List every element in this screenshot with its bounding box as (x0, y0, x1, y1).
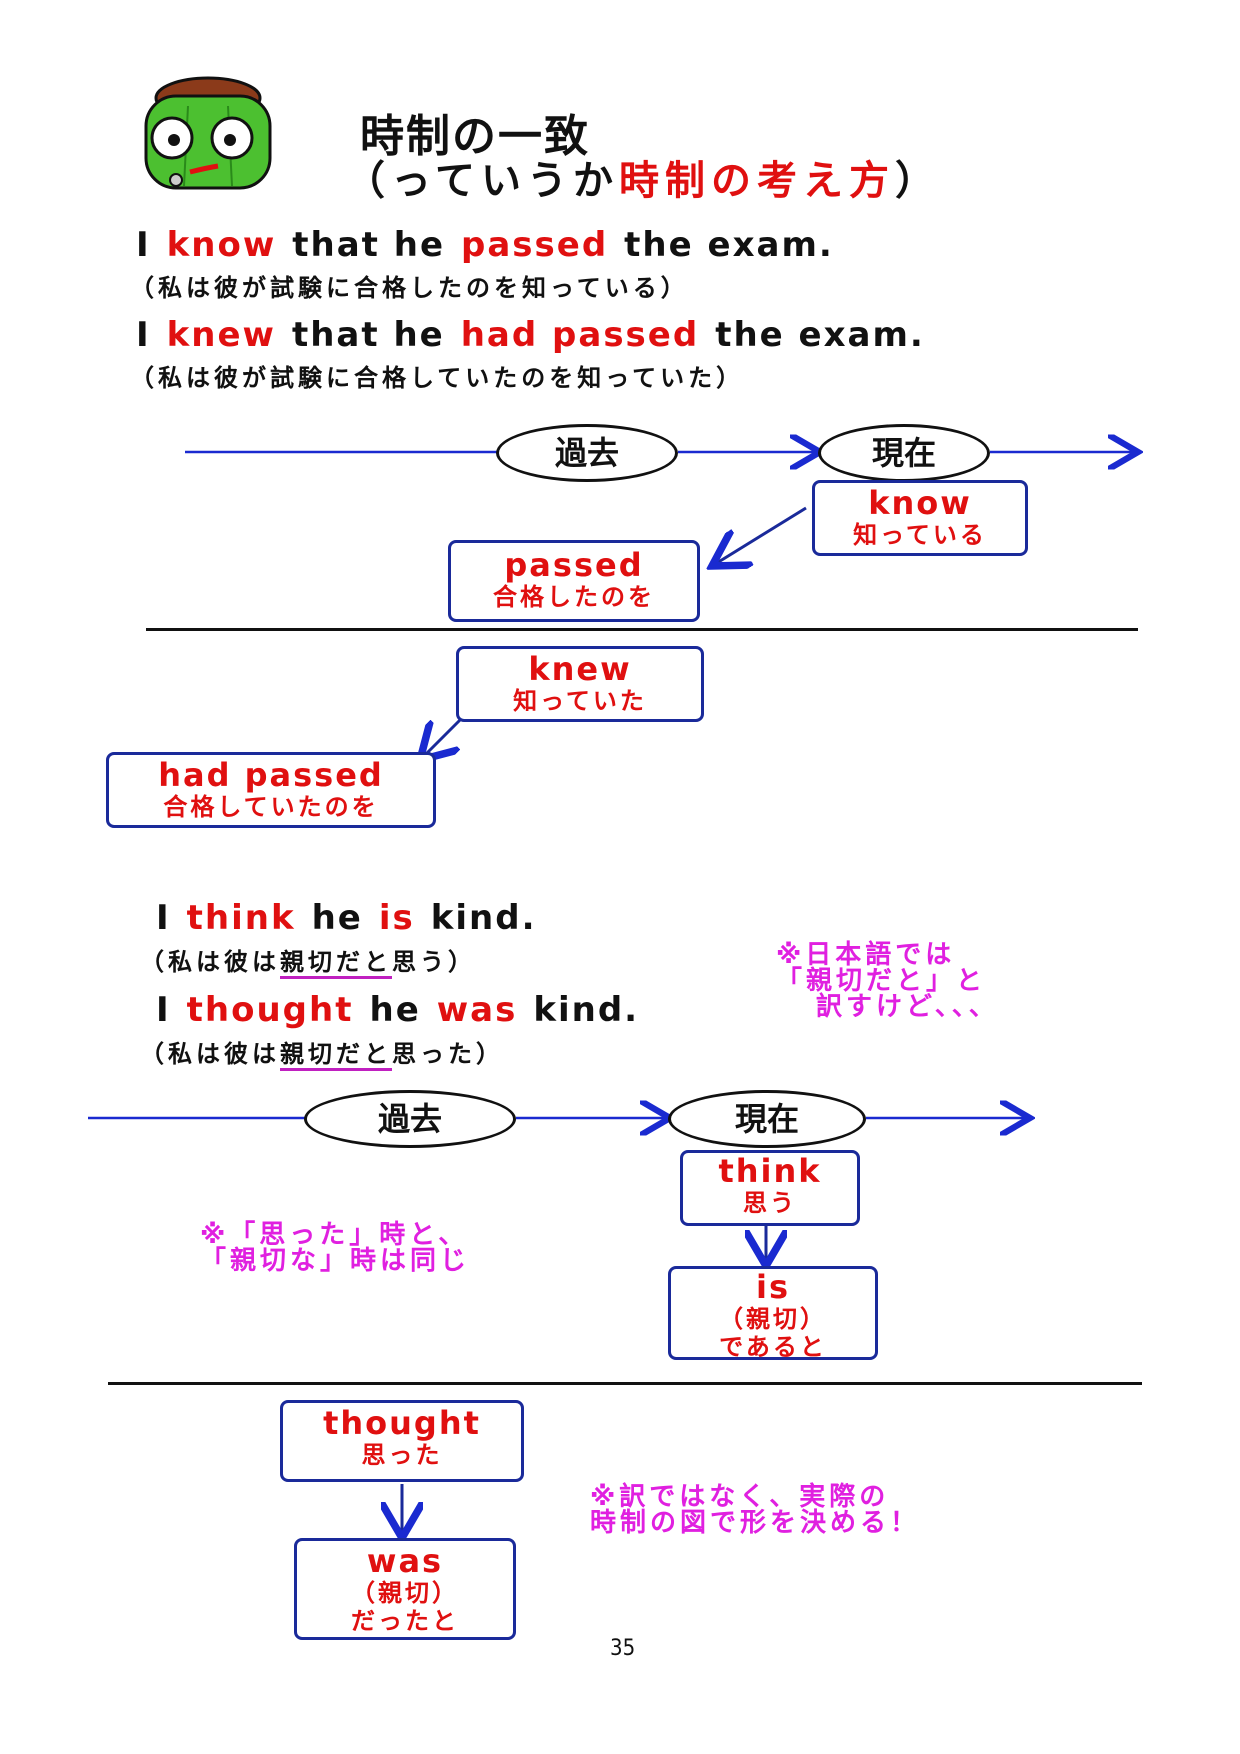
box-is-ja2: であると (719, 1333, 827, 1361)
box-knew-en: knew (528, 650, 632, 688)
note-same-time: ※「思った」時と、 「親切な」時は同じ (200, 1222, 470, 1274)
box-knew: knew 知っていた (456, 646, 704, 722)
box-is-ja1: （親切） (719, 1305, 827, 1333)
word: kind. (533, 990, 640, 1030)
divider (146, 628, 1138, 631)
box-is-en: is (755, 1268, 790, 1306)
word: the exam. (624, 225, 834, 265)
box-had-passed: had passed 合格していたのを (106, 752, 436, 828)
box-think: think 思う (680, 1150, 860, 1226)
word: that he (292, 225, 446, 265)
mascot-illustration (144, 76, 272, 190)
box-thought-ja: 思った (361, 1441, 443, 1469)
box-had-passed-en: had passed (158, 756, 384, 794)
word-know: know (166, 225, 277, 265)
word-passed: passed (461, 225, 609, 265)
box-knew-ja: 知っていた (513, 687, 647, 715)
jp-underlined: 親切だと (280, 948, 392, 979)
box-thought: thought 思った (280, 1400, 524, 1482)
jp-part: 思う） (392, 948, 476, 976)
box-know-ja: 知っている (853, 521, 987, 549)
box-think-ja: 思う (743, 1189, 797, 1217)
word: I (156, 990, 171, 1030)
box-was-en: was (366, 1542, 444, 1580)
note-line: ※日本語では (776, 940, 956, 970)
subtitle-suffix: ） (895, 158, 941, 204)
word: that he (291, 315, 445, 355)
word-thought: thought (186, 990, 354, 1030)
word: I (156, 898, 171, 938)
note-decide-by-diagram: ※訳ではなく、実際の 時制の図で形を決める！ (590, 1484, 920, 1536)
word: he (369, 990, 421, 1030)
word: kind. (430, 898, 537, 938)
box-passed-ja: 合格したのを (493, 583, 655, 611)
box-was-ja1: （親切） (351, 1579, 459, 1607)
word-is: is (378, 898, 415, 938)
word-had-passed: had passed (460, 315, 700, 355)
word: he (311, 898, 363, 938)
oval-present: 現在 (818, 424, 990, 482)
page-title: 時制の一致 (360, 111, 590, 162)
page-subtitle: （っていうか時制の考え方） (345, 148, 941, 206)
subtitle-highlight: 時制の考え方 (619, 158, 895, 204)
jp-underlined: 親切だと (280, 1040, 392, 1071)
box-passed-en: passed (504, 546, 644, 584)
box-thought-en: thought (323, 1404, 481, 1442)
oval-present: 現在 (668, 1090, 866, 1148)
jp-part: 思った） (392, 1040, 504, 1068)
translation-thought: （私は彼は親切だと思った） (140, 1034, 504, 1071)
box-think-en: think (718, 1152, 822, 1190)
translation-knew: （私は彼が試験に合格していたのを知っていた） (130, 364, 745, 392)
translation-think: （私は彼は親切だと思う） (140, 942, 476, 979)
divider (108, 1382, 1142, 1385)
translation-know: （私は彼が試験に合格したのを知っている） (130, 274, 689, 302)
note-line: 訳すけど、、、 (816, 992, 999, 1022)
box-had-passed-ja: 合格していたのを (163, 793, 379, 821)
subtitle-prefix: （っていうか (345, 158, 619, 204)
note-line: ※「思った」時と、 (200, 1220, 469, 1250)
note-line: 時制の図で形を決める！ (590, 1508, 921, 1538)
oval-past: 過去 (496, 424, 678, 482)
note-line: ※訳ではなく、実際の (590, 1482, 890, 1512)
word: the exam. (715, 315, 925, 355)
word-knew: knew (166, 315, 276, 355)
box-passed: passed 合格したのを (448, 540, 700, 622)
word: I (136, 225, 151, 265)
jp-part: （私は彼は (140, 948, 280, 976)
box-know: know 知っている (812, 480, 1028, 556)
box-know-en: know (868, 484, 972, 522)
page-number: 35 (610, 1636, 636, 1661)
word-was: was (436, 990, 518, 1030)
box-is: is （親切） であると (668, 1266, 878, 1361)
box-was: was （親切） だったと (294, 1538, 516, 1640)
note-japanese-translation: ※日本語では 「親切だと」と 訳すけど、、、 (776, 942, 999, 1020)
note-line: 「親切な」時は同じ (200, 1246, 471, 1276)
word: I (136, 315, 151, 355)
oval-past: 過去 (304, 1090, 516, 1148)
word-think: think (186, 898, 296, 938)
note-line: 「親切だと」と (776, 966, 987, 996)
box-was-ja2: だったと (351, 1607, 459, 1635)
jp-part: （私は彼は (140, 1040, 280, 1068)
